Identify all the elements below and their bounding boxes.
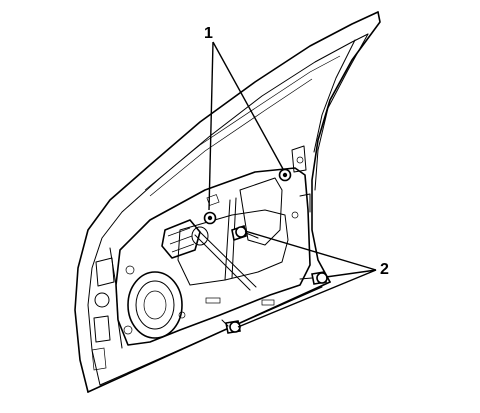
leader-lines-2 [237, 230, 377, 328]
bolt-right [299, 271, 328, 285]
bolt-upper [231, 224, 259, 242]
door-frame [74, 11, 381, 393]
leader-lines-1 [208, 41, 284, 211]
inner-door-panel [91, 145, 311, 371]
nut-center [203, 211, 217, 225]
bolt-lower [221, 319, 241, 334]
nut-upper-right [278, 168, 292, 182]
callout-label-2: 2 [380, 261, 389, 278]
callout-label-1: 1 [204, 25, 213, 42]
